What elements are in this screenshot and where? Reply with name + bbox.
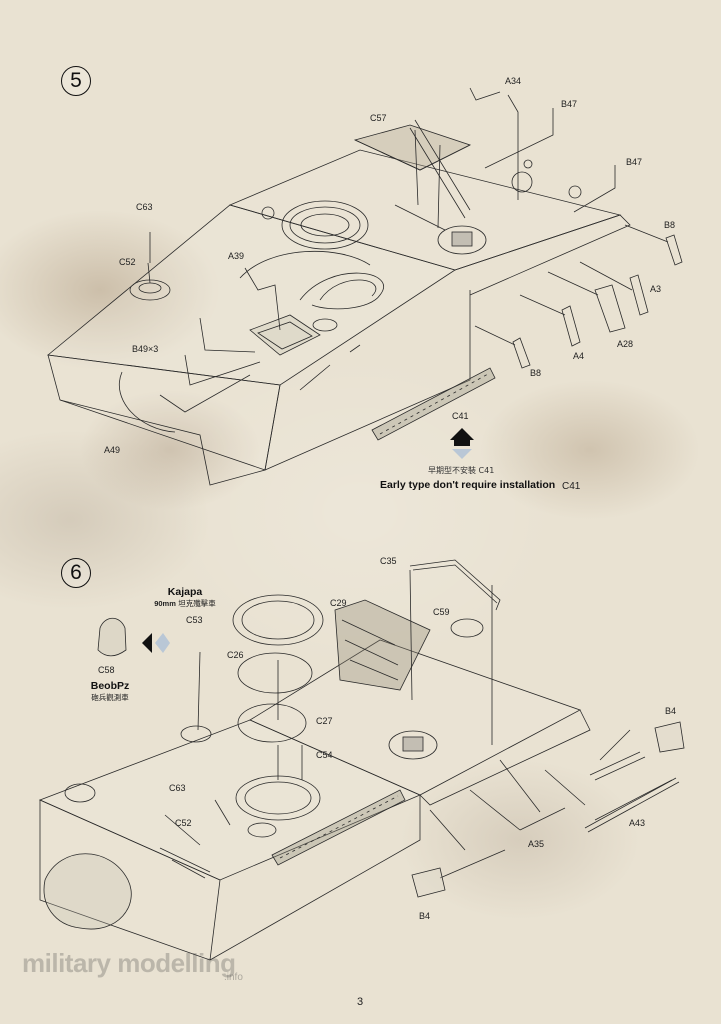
label-c27: C27 xyxy=(316,716,333,726)
label-a39: A39 xyxy=(228,251,245,261)
c41-note-english: Early type don't require installation xyxy=(380,479,556,491)
label-c29: C29 xyxy=(330,598,347,608)
label-b4a: B4 xyxy=(665,706,677,716)
variant-arrow xyxy=(142,633,170,653)
variant-beobpz: BeobPz 砲兵觀測車 xyxy=(80,680,140,703)
label-b8b: B8 xyxy=(530,368,542,378)
label-b47b: B47 xyxy=(626,157,643,167)
label-c35: C35 xyxy=(380,556,397,566)
label-a35: A35 xyxy=(528,839,545,849)
step5-hull xyxy=(47,87,683,486)
variant-kajapa-sub: 90mm 坦克殲擊車 xyxy=(154,599,216,608)
label-a34: A34 xyxy=(505,76,522,86)
c41-note-part: C41 xyxy=(562,481,581,492)
label-c59: C59 xyxy=(433,607,450,617)
step5-number: 5 xyxy=(61,66,91,96)
label-c41: C41 xyxy=(452,411,469,421)
label-b4b: B4 xyxy=(419,911,431,921)
label-a43: A43 xyxy=(629,818,646,828)
label-c63: C63 xyxy=(136,202,153,212)
c41-arrow xyxy=(450,428,474,459)
label-b8a: B8 xyxy=(664,220,676,230)
page-number: 3 xyxy=(356,996,364,1008)
label-b49: B49×3 xyxy=(132,344,159,354)
label-a28: A28 xyxy=(617,339,634,349)
label-c52b: C52 xyxy=(175,818,192,828)
watermark-suffix: .info xyxy=(224,972,243,983)
label-c54: C54 xyxy=(316,750,333,760)
variant-beobpz-name: BeobPz xyxy=(90,680,130,692)
label-c53: C53 xyxy=(186,615,203,625)
label-a4: A4 xyxy=(573,351,585,361)
watermark-logo: military modelling xyxy=(22,948,236,978)
variant-kajapa: Kajapa 90mm 坦克殲擊車 xyxy=(150,586,220,609)
step6-number: 6 xyxy=(61,558,91,588)
variant-beobpz-sub: 砲兵觀測車 xyxy=(91,693,129,702)
label-b47a: B47 xyxy=(561,99,578,109)
step6-hull xyxy=(38,559,685,961)
label-a49: A49 xyxy=(104,445,121,455)
label-c58: C58 xyxy=(98,665,115,675)
c41-note-chinese: 早期型不安裝 C41 xyxy=(428,466,495,475)
label-a3: A3 xyxy=(650,284,662,294)
label-c63b: C63 xyxy=(169,783,186,793)
label-c26: C26 xyxy=(227,650,244,660)
label-c57: C57 xyxy=(370,113,387,123)
variant-kajapa-name: Kajapa xyxy=(167,586,203,598)
label-c52: C52 xyxy=(119,257,136,267)
